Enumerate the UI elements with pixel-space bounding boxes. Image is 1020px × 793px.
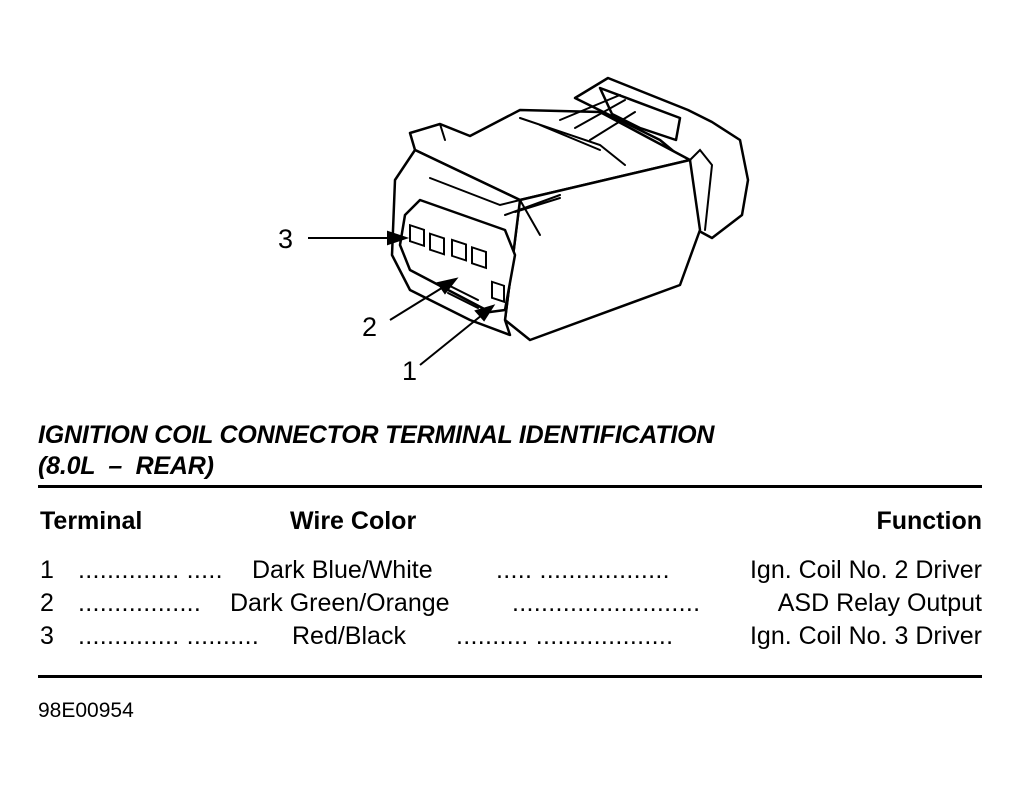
table-row: 3 .............. .......... Red/Black ..…: [0, 624, 1020, 656]
header-function: Function: [876, 507, 982, 535]
header-wire-color: Wire Color: [290, 507, 417, 535]
table-row: 2 ................. Dark Green/Orange ..…: [0, 591, 1020, 623]
leader-dots: .................: [78, 589, 202, 617]
leader-dots: ..........................: [512, 589, 701, 617]
leader-dots: .......... ...................: [456, 622, 674, 650]
terminal-cavity: [471, 246, 487, 270]
divider-bottom: [38, 675, 982, 678]
leader-dots: ..... ..................: [496, 556, 670, 584]
callout-1-leader: [419, 314, 483, 366]
title-line-1: IGNITION COIL CONNECTOR TERMINAL IDENTIF…: [38, 421, 715, 449]
title-line-2: (8.0L – REAR): [38, 452, 214, 480]
terminal-cavity-1: [491, 280, 505, 304]
callout-2-arrowhead: [436, 277, 459, 295]
leader-dots: .............. .....: [78, 556, 223, 584]
terminal-number: 2: [40, 589, 54, 617]
figure-code: 98E00954: [38, 699, 134, 722]
connector-latch-tab: [598, 86, 682, 142]
terminal-cavity: [429, 232, 445, 256]
connector-illustration: [308, 76, 750, 366]
wire-color: Dark Green/Orange: [230, 589, 450, 617]
callout-1-arrowhead: [474, 304, 496, 322]
callout-label-1: 1: [402, 356, 418, 386]
terminal-cavity-2: [451, 238, 467, 262]
leader-dots: .............. ..........: [78, 622, 260, 650]
wire-color: Dark Blue/White: [252, 556, 433, 584]
callout-3-arrowhead: [387, 230, 410, 246]
callout-label-2: 2: [362, 312, 378, 342]
terminal-function: ASD Relay Output: [777, 589, 982, 617]
terminal-cavity-3: [409, 223, 425, 248]
callout-label-3: 3: [278, 224, 294, 254]
divider-top: [38, 485, 982, 488]
wire-color: Red/Black: [292, 622, 406, 650]
terminal-number: 1: [40, 556, 54, 584]
figure-title: IGNITION COIL CONNECTOR TERMINAL IDENTIF…: [38, 420, 714, 482]
terminal-number: 3: [40, 622, 54, 650]
terminal-function: Ign. Coil No. 3 Driver: [749, 622, 982, 650]
terminal-function: Ign. Coil No. 2 Driver: [749, 556, 982, 584]
callout-2-leader: [389, 285, 446, 321]
table-row: 1 .............. ..... Dark Blue/White .…: [0, 558, 1020, 590]
header-terminal: Terminal: [40, 507, 143, 535]
